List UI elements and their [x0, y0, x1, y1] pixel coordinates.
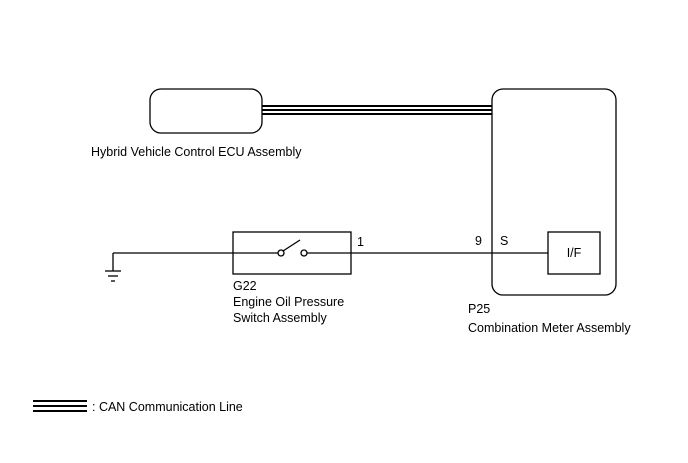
meter-code: P25 — [468, 302, 490, 316]
meter-pin-name: S — [500, 234, 508, 248]
interface-box — [547, 231, 601, 275]
switch-name-line2: Switch Assembly — [233, 311, 328, 325]
switch-code: G22 — [233, 279, 257, 293]
ecu-box — [149, 88, 263, 134]
can-communication-line — [262, 105, 492, 115]
meter-name: Combination Meter Assembly — [468, 321, 631, 335]
switch-contact-symbol — [233, 239, 351, 257]
switch-pin-label: 1 — [357, 235, 364, 249]
switch-name-line1: Engine Oil Pressure — [233, 295, 344, 309]
ecu-label: Hybrid Vehicle Control ECU Assembly — [91, 145, 302, 159]
legend-can-line-symbol — [33, 400, 87, 412]
legend-label: : CAN Communication Line — [92, 400, 243, 414]
ground-symbol — [105, 253, 121, 282]
interface-label: I/F — [567, 246, 582, 260]
meter-pin-number: 9 — [475, 234, 482, 248]
